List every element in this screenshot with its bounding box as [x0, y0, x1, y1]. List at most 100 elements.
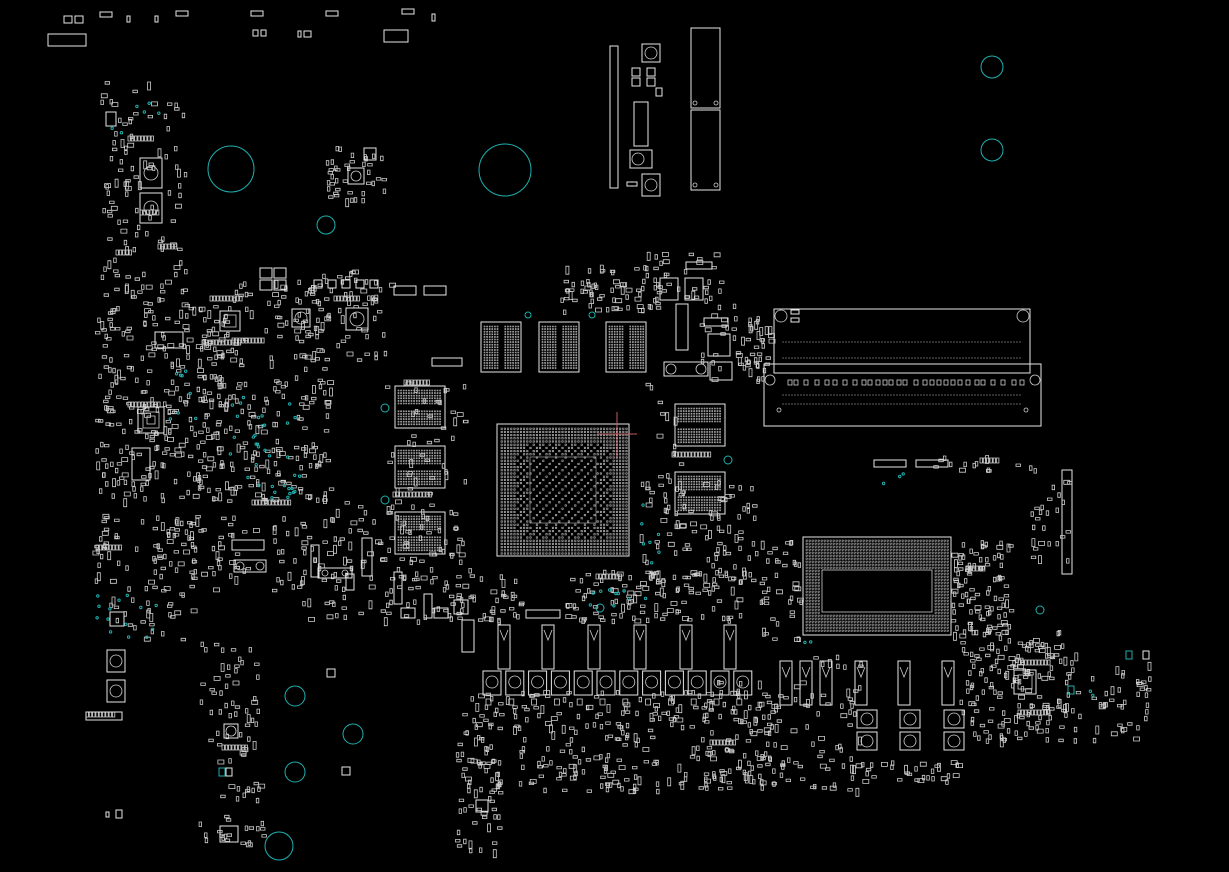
- component[interactable]: [325, 10, 339, 17]
- vrm-inductor[interactable]: [550, 670, 570, 696]
- component[interactable]: [401, 8, 415, 15]
- capacitor[interactable]: [497, 624, 511, 670]
- vram-chip[interactable]: [480, 321, 522, 373]
- vertical-connector[interactable]: [609, 45, 619, 189]
- vrm-inductor[interactable]: [899, 731, 921, 751]
- via[interactable]: [1035, 605, 1045, 615]
- inductor[interactable]: [139, 157, 163, 189]
- capacitor[interactable]: [679, 624, 693, 670]
- component[interactable]: [633, 101, 649, 147]
- inductor[interactable]: [106, 679, 126, 703]
- capacitor[interactable]: [779, 660, 793, 706]
- top-center-components: [609, 27, 721, 197]
- via[interactable]: [524, 311, 532, 319]
- inductor[interactable]: [684, 277, 704, 301]
- via[interactable]: [380, 495, 390, 505]
- capacitor[interactable]: [941, 660, 955, 706]
- vrm-inductor[interactable]: [687, 670, 707, 696]
- mounting-hole[interactable]: [342, 723, 364, 745]
- inductor[interactable]: [475, 799, 489, 813]
- component[interactable]: [250, 10, 264, 17]
- vrm-inductor[interactable]: [943, 731, 965, 751]
- chip[interactable]: [219, 310, 241, 332]
- mounting-hole[interactable]: [284, 685, 306, 707]
- vrm-inductor[interactable]: [619, 670, 639, 696]
- via[interactable]: [588, 311, 596, 319]
- inductor[interactable]: [139, 192, 163, 224]
- inductor[interactable]: [641, 43, 661, 63]
- component[interactable]: [252, 29, 259, 37]
- component[interactable]: [99, 11, 113, 18]
- component[interactable]: [383, 29, 409, 43]
- via[interactable]: [380, 403, 390, 413]
- gpu-chip: [496, 423, 630, 557]
- inductor[interactable]: [223, 723, 239, 739]
- chip[interactable]: [109, 611, 125, 627]
- component[interactable]: [260, 29, 267, 37]
- component[interactable]: [297, 30, 302, 38]
- vrm-inductor[interactable]: [899, 709, 921, 729]
- gpu-bga-package[interactable]: [496, 423, 630, 557]
- chip[interactable]: [137, 406, 165, 434]
- inductor[interactable]: [453, 599, 469, 615]
- mounting-hole[interactable]: [284, 761, 306, 783]
- inductor[interactable]: [641, 173, 661, 197]
- vrm-inductor[interactable]: [943, 709, 965, 729]
- via[interactable]: [723, 455, 733, 465]
- sodimm-slot-top[interactable]: [773, 308, 1031, 374]
- capacitor[interactable]: [541, 624, 555, 670]
- module-slot[interactable]: [690, 109, 721, 191]
- mounting-hole[interactable]: [478, 143, 532, 197]
- vram-chip[interactable]: [605, 321, 647, 373]
- component[interactable]: [431, 13, 436, 22]
- vrm-inductor[interactable]: [642, 670, 662, 696]
- mounting-hole[interactable]: [980, 138, 1004, 162]
- chip[interactable]: [347, 167, 365, 185]
- capacitor[interactable]: [854, 660, 868, 706]
- vrm-inductor[interactable]: [482, 670, 502, 696]
- vrm-inductor[interactable]: [856, 731, 878, 751]
- vrm-inductor[interactable]: [733, 670, 753, 696]
- mounting-hole[interactable]: [207, 145, 255, 193]
- component[interactable]: [63, 15, 73, 24]
- inductor[interactable]: [629, 149, 653, 169]
- inductor[interactable]: [659, 277, 679, 301]
- vram-chip[interactable]: [394, 511, 446, 555]
- vrm-inductor[interactable]: [856, 709, 878, 729]
- chip[interactable]: [1013, 669, 1037, 695]
- component[interactable]: [303, 30, 312, 38]
- component[interactable]: [131, 447, 151, 481]
- capacitor[interactable]: [633, 624, 647, 670]
- vrm-inductor[interactable]: [505, 670, 525, 696]
- component[interactable]: [126, 15, 131, 23]
- chip[interactable]: [707, 333, 731, 357]
- vrm-inductor[interactable]: [596, 670, 616, 696]
- connector[interactable]: [47, 33, 87, 47]
- inductor[interactable]: [106, 649, 126, 673]
- sodimm-slot-bottom[interactable]: [763, 363, 1042, 427]
- mounting-hole[interactable]: [980, 55, 1004, 79]
- vertical-connector[interactable]: [1061, 469, 1073, 575]
- vram-chip[interactable]: [394, 385, 446, 429]
- component[interactable]: [154, 15, 159, 23]
- chip[interactable]: [709, 361, 733, 381]
- mounting-hole[interactable]: [316, 215, 336, 235]
- mounting-hole[interactable]: [264, 831, 294, 861]
- vram-chip[interactable]: [538, 321, 580, 373]
- vram-chip[interactable]: [674, 471, 726, 515]
- inductor[interactable]: [345, 307, 369, 331]
- component[interactable]: [175, 10, 189, 17]
- module-slot[interactable]: [690, 27, 721, 109]
- cpu-bga-package[interactable]: [802, 536, 952, 636]
- capacitor[interactable]: [723, 624, 737, 670]
- capacitor[interactable]: [897, 660, 911, 706]
- top-edge-components: [47, 8, 436, 47]
- inductor[interactable]: [291, 308, 311, 328]
- component[interactable]: [154, 331, 184, 349]
- vrm-inductor[interactable]: [573, 670, 593, 696]
- capacitor[interactable]: [587, 624, 601, 670]
- component[interactable]: [74, 15, 84, 24]
- vrm-inductor[interactable]: [528, 670, 548, 696]
